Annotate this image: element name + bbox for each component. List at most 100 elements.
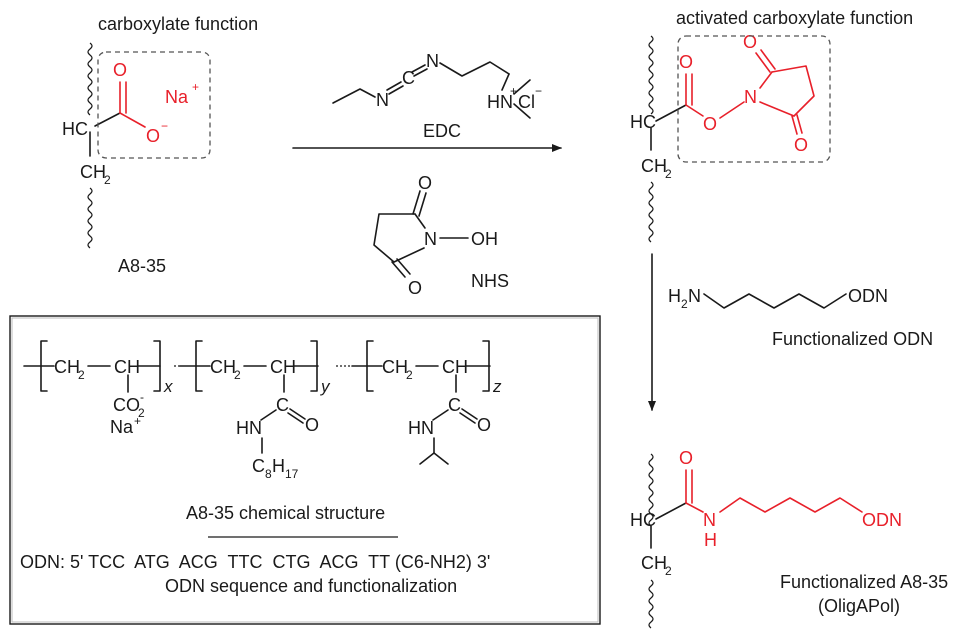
unit-y-c8: C bbox=[252, 456, 265, 476]
activated-molecule: activated carboxylate function HC CH 2 O… bbox=[630, 8, 913, 243]
edc-n1: N bbox=[376, 90, 389, 110]
amine-label: Functionalized ODN bbox=[772, 329, 933, 349]
product-label-line1: Functionalized A8-35 bbox=[780, 572, 948, 592]
start-ch: CH bbox=[80, 162, 106, 182]
activated-o2: O bbox=[703, 114, 717, 134]
unit-x-left-bracket bbox=[40, 340, 48, 392]
unit-z-c: C bbox=[448, 395, 461, 415]
nhs-oh: OH bbox=[471, 229, 498, 249]
activated-n: N bbox=[744, 87, 757, 107]
nhs-o-bottom: O bbox=[408, 278, 422, 298]
unit-y-hn: HN bbox=[236, 418, 262, 438]
product-o: O bbox=[679, 448, 693, 468]
edc-bond-to-n bbox=[501, 73, 510, 91]
unit-z-sub: z bbox=[492, 377, 502, 396]
nhs-o-top: O bbox=[418, 173, 432, 193]
unit-y-c8-h: H bbox=[272, 456, 285, 476]
unit-y-c8-h-sub: 17 bbox=[285, 467, 299, 481]
unit-z-o: O bbox=[477, 415, 491, 435]
product-n: N bbox=[703, 510, 716, 530]
start-dashed-box bbox=[97, 51, 211, 159]
edc-cl: Cl bbox=[518, 92, 535, 112]
activated-o4: O bbox=[794, 135, 808, 155]
amine-reagent: H 2 N ODN Functionalized ODN bbox=[668, 286, 933, 349]
nhs-co-bottom-a bbox=[391, 261, 406, 278]
activated-ring-backbone bbox=[771, 65, 815, 117]
edc-methyl-down bbox=[513, 103, 531, 119]
unit-y-right-bracket bbox=[310, 340, 318, 392]
activated-dashed-box bbox=[677, 35, 831, 163]
start-plus: + bbox=[192, 80, 199, 94]
nhs-reagent: O O N OH NHS bbox=[373, 173, 509, 298]
edc-label: EDC bbox=[423, 121, 461, 141]
activated-ring-co2-a bbox=[791, 115, 798, 135]
edc-c: C bbox=[402, 68, 415, 88]
unit-x-ch: CH bbox=[114, 357, 140, 377]
unit-z-ch2-sub: 2 bbox=[406, 368, 413, 382]
product-ch-sub: 2 bbox=[665, 564, 672, 578]
odn-sequence: ODN: 5' TCC ATG ACG TTC CTG ACG TT (C6-N… bbox=[20, 552, 490, 572]
unit-y-ch2-sub: 2 bbox=[234, 368, 241, 382]
structure-box-frame bbox=[9, 315, 601, 625]
unit-y-left-bracket bbox=[195, 340, 203, 392]
product-wavy-bottom bbox=[648, 579, 654, 629]
start-minus: − bbox=[161, 119, 168, 133]
activated-ring-n-c1 bbox=[759, 71, 773, 89]
unit-z-right-bracket bbox=[482, 340, 490, 392]
activated-ring-co1-b bbox=[760, 49, 776, 70]
unit-z-co-b bbox=[459, 412, 476, 424]
unit-y-co-b bbox=[287, 412, 304, 424]
activated-bond-o-n bbox=[719, 101, 745, 119]
unit-x-co2-minus: - bbox=[140, 390, 144, 404]
product-h: H bbox=[704, 530, 717, 550]
product-ch: CH bbox=[641, 553, 667, 573]
activated-caption: activated carboxylate function bbox=[676, 8, 913, 28]
start-name: A8-35 bbox=[118, 256, 166, 276]
start-caption: carboxylate function bbox=[98, 14, 258, 34]
edc-propyl-bonds bbox=[439, 61, 510, 77]
unit-x-na: Na bbox=[110, 417, 134, 437]
edc-reagent: N C N HN + Cl − EDC bbox=[332, 51, 542, 141]
unit-z-co-a bbox=[461, 408, 478, 420]
unit-y-c8-sub: 8 bbox=[265, 467, 272, 481]
unit-z-ch: CH bbox=[442, 357, 468, 377]
structure-box: CH 2 CH x CO 2 - Na + CH 2 CH y C O HN C bbox=[9, 315, 601, 625]
nhs-ring-n-bottom bbox=[393, 247, 425, 263]
activated-ring-n-c2 bbox=[759, 101, 795, 117]
nhs-co-top-b bbox=[418, 192, 427, 217]
unit-y-sub: y bbox=[320, 377, 331, 396]
product-chain-bonds bbox=[719, 497, 863, 513]
product-molecule: HC CH 2 O N H ODN Functionalized A8-35 (… bbox=[630, 448, 948, 629]
structure-box-inner bbox=[11, 317, 599, 623]
product-bond-c-carbonyl bbox=[655, 502, 687, 520]
activated-o3: O bbox=[743, 32, 757, 52]
amine-h-sub: 2 bbox=[681, 297, 688, 311]
start-molecule: carboxylate function HC CH 2 O O − Na + … bbox=[62, 14, 258, 276]
product-wavy-top bbox=[648, 453, 654, 527]
unit-z-ch2: CH bbox=[382, 357, 408, 377]
amine-h: H bbox=[668, 286, 681, 306]
edc-plus: + bbox=[510, 84, 517, 98]
start-o-top: O bbox=[113, 60, 127, 80]
edc-double-2b bbox=[411, 64, 426, 73]
start-hc: HC bbox=[62, 119, 88, 139]
edc-cl-minus: − bbox=[535, 84, 542, 98]
unit-y-ch: CH bbox=[270, 357, 296, 377]
edc-hn: HN bbox=[487, 92, 513, 112]
product-label-line2: (OligAPol) bbox=[818, 596, 900, 616]
activated-wavy-top bbox=[648, 35, 654, 115]
activated-bond-c-o bbox=[685, 104, 704, 117]
start-o-minus: O bbox=[146, 126, 160, 146]
edc-double-1b bbox=[386, 81, 402, 91]
start-ch-sub: 2 bbox=[104, 173, 111, 187]
edc-double-1a bbox=[388, 85, 404, 95]
edc-double-2a bbox=[413, 68, 428, 77]
amine-chain-bonds bbox=[703, 293, 847, 309]
activated-o1: O bbox=[679, 52, 693, 72]
start-bond-c-ominus bbox=[119, 112, 146, 128]
unit-y-o: O bbox=[305, 415, 319, 435]
unit-x-co2: CO bbox=[113, 395, 140, 415]
unit-x-right-bracket bbox=[153, 340, 161, 392]
activated-hc: HC bbox=[630, 112, 656, 132]
